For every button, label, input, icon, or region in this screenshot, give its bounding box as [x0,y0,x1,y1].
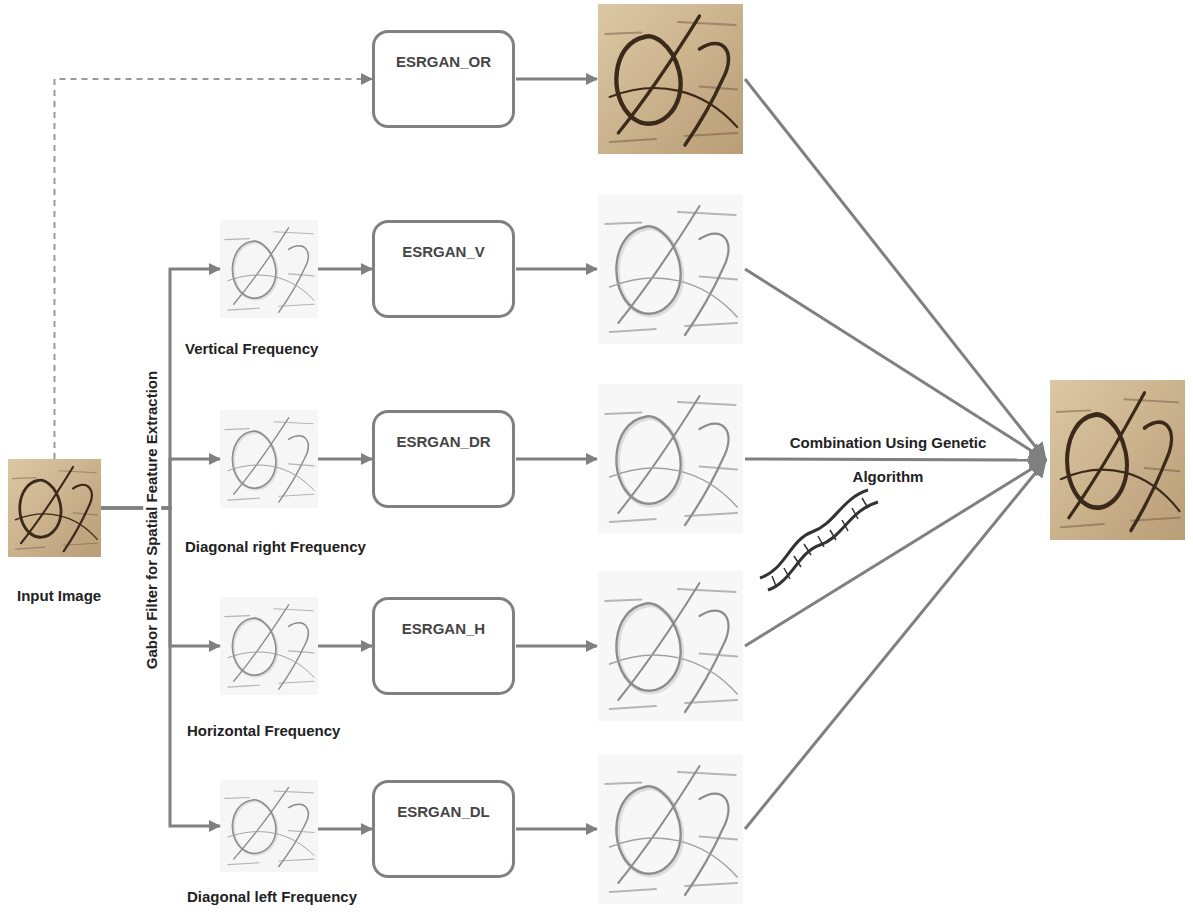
arrow-label: Combination Using Genetic Algorithm [763,426,1013,494]
box-label: ESRGAN_V [402,243,485,260]
box-label: ESRGAN_DR [396,433,490,450]
box-label: ESRGAN_OR [396,53,491,70]
image-panel: Diagonal right Frequency [220,410,318,508]
box-label: ESRGAN_DL [397,803,490,820]
vertical-label: Gabor Filter for Spatial Feature Extract… [143,368,161,672]
flow-arrow [318,458,372,461]
image-panel: Diagonal left Frequency [220,780,318,872]
input-picture [8,459,101,557]
image-panel: Vertical Frequency [220,220,318,318]
image-caption: Vertical Frequency [185,340,318,358]
image-caption: Horizontal Frequency [187,722,340,740]
output-pictures [598,4,743,904]
image-panel: Input Image [8,459,101,557]
process-box: ESRGAN_DL [372,780,515,878]
combination-lines [745,79,1046,829]
flow-arrow [318,645,372,648]
process-box: ESRGAN_H [372,597,515,695]
process-box: ESRGAN_DR [372,410,515,508]
final-picture [1050,380,1185,540]
process-box: ESRGAN_V [372,220,515,318]
image-caption: Input Image [17,587,101,605]
process-box: ESRGAN_OR [372,30,515,128]
box-label: ESRGAN_H [402,620,485,637]
image-caption: Diagonal left Frequency [187,888,357,906]
flow-arrow [318,828,372,831]
image-caption: Diagonal right Frequency [185,538,366,556]
output-arrows [516,79,597,829]
image-panel: Horizontal Frequency [220,597,318,695]
flow-arrow [318,268,372,271]
